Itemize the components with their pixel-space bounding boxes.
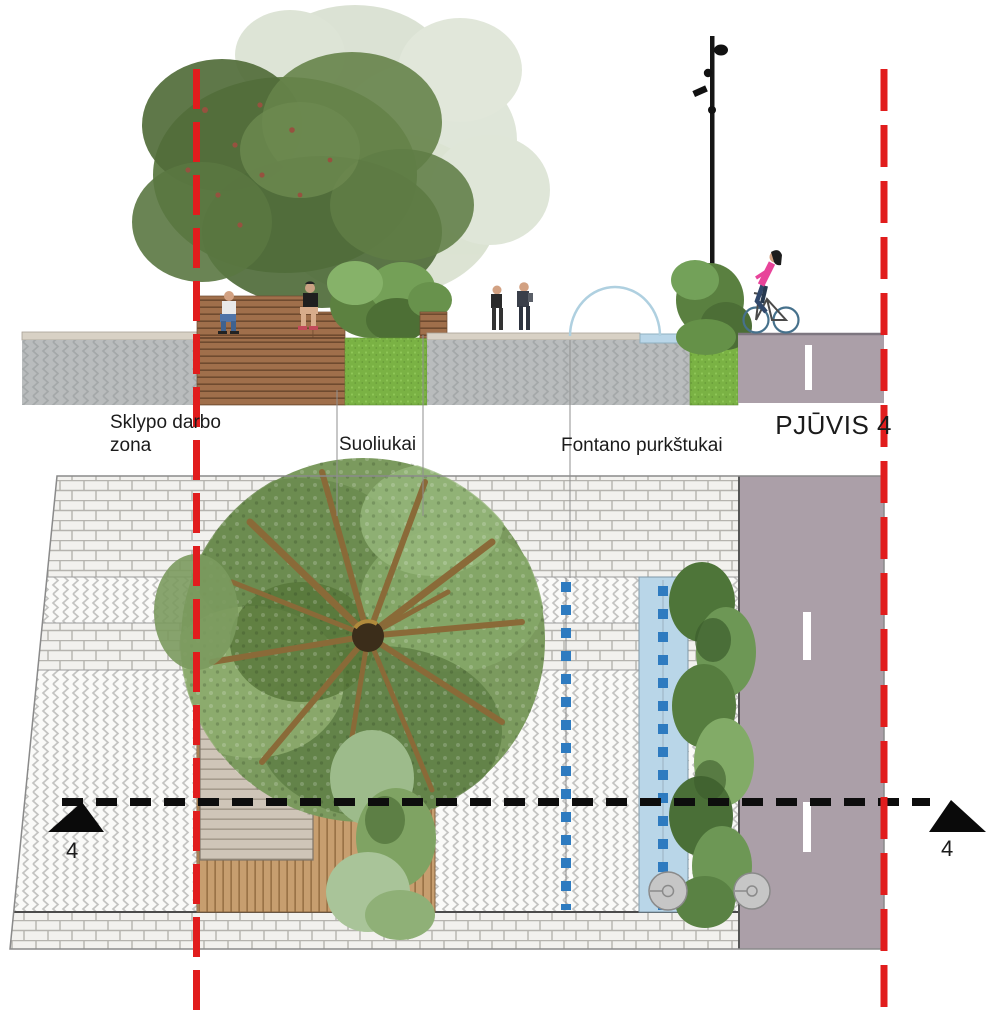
label-benches: Suoliukai: [339, 434, 417, 455]
label-fountain-nozzles: Fontano purkštukai: [561, 435, 723, 456]
section-marker-left: 4: [66, 838, 79, 863]
leader-lines: [336, 335, 571, 578]
fountain-nozzle-columns: [561, 578, 668, 910]
rowan-berries: [185, 102, 333, 228]
road-lane-dash: [803, 612, 811, 660]
cyclist: [742, 250, 800, 334]
pedestrian-with-backpack: [517, 282, 533, 330]
tree-branches: [209, 469, 525, 803]
section-grass-left: [344, 337, 428, 406]
section-arrow-left: [48, 802, 104, 832]
plan-view: [9, 458, 885, 950]
section-arrow-right: [929, 800, 986, 832]
plan-shrub-row: [326, 730, 436, 940]
section-road: [738, 332, 884, 403]
plan-hedge-row: [669, 562, 756, 928]
section-pavement-left: [21, 331, 198, 405]
person-sitting-reading: [218, 291, 239, 334]
street-light-pole: [692, 36, 728, 340]
pedestrian-child: [491, 285, 503, 330]
road-lane-dash: [805, 345, 812, 390]
section-view: [21, 5, 884, 406]
section-marker-right: 4: [941, 836, 954, 861]
label-work-zone: Sklypo darbo zona: [110, 412, 221, 456]
section-bench-terrace: [196, 295, 346, 406]
road-lane-dash: [803, 802, 811, 852]
section-title: PJŪVIS 4: [775, 410, 892, 440]
section-pavement-middle: [426, 332, 690, 405]
person-sitting: [298, 281, 318, 330]
plan-tree-canopy: [154, 458, 545, 822]
section-cut-line: [48, 798, 986, 832]
foreground-tree: [132, 52, 474, 308]
work-zone-cut-lines: [193, 69, 888, 1022]
fountain-jet-arc: [568, 285, 662, 337]
furniture-circle-symbols: [648, 871, 771, 911]
plan-road: [738, 476, 884, 949]
section-shrub-left: [327, 261, 452, 342]
